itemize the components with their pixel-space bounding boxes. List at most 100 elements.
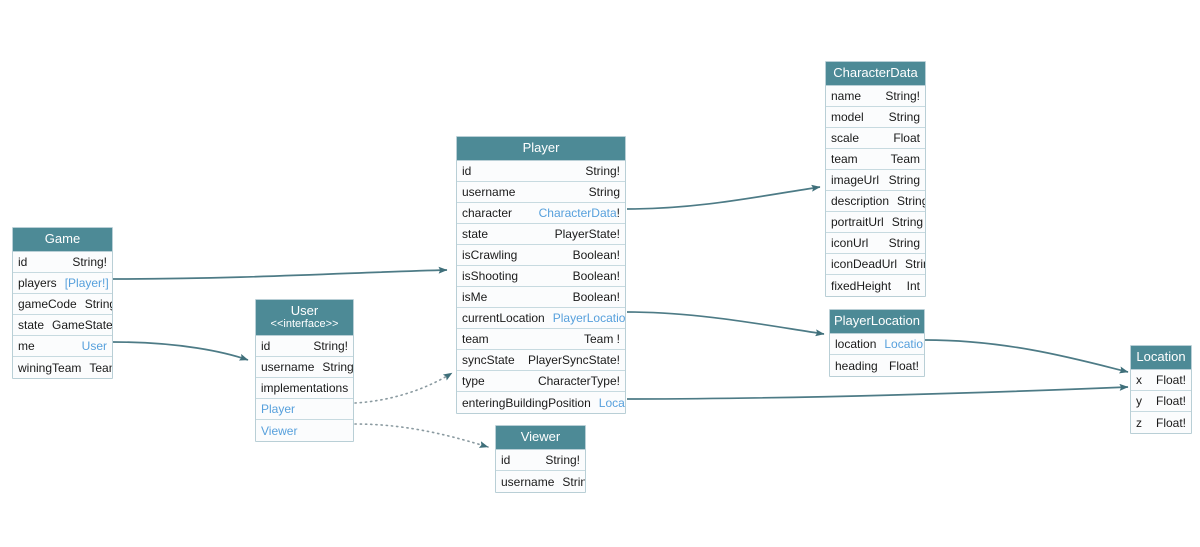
field-name: location (835, 337, 877, 351)
field-name: username (261, 360, 315, 374)
implementations-header: implementations (256, 378, 353, 399)
implementation-name[interactable]: Viewer (261, 423, 298, 438)
field-type: String (888, 236, 920, 250)
field-type: String (888, 110, 920, 124)
field-type: Int (906, 278, 920, 293)
field-type: String (897, 194, 925, 208)
table-row[interactable]: iconDeadUrl String (826, 254, 925, 275)
table-row[interactable]: y Float! (1131, 391, 1191, 412)
table-row[interactable]: scale Float (826, 128, 925, 149)
table-row[interactable]: state GameState! (13, 315, 112, 336)
field-name: description (831, 194, 890, 208)
edge-player-currentlocation-to-playerlocation (626, 311, 825, 337)
table-row[interactable]: name String! (826, 86, 925, 107)
table-row[interactable]: team Team (826, 149, 925, 170)
table-row[interactable]: heading Float! (830, 355, 924, 376)
field-type: String (322, 360, 353, 374)
field-name: iconDeadUrl (831, 257, 898, 271)
field-name: enteringBuildingPosition (462, 395, 591, 410)
entity-user[interactable]: User <<interface>> id String! username S… (255, 299, 354, 442)
field-type: PlayerSyncState! (527, 353, 620, 367)
field-type: Float! (1155, 415, 1186, 430)
implementation-item-viewer[interactable]: Viewer (256, 420, 353, 441)
table-row[interactable]: iconUrl String (826, 233, 925, 254)
entity-location[interactable]: Location x Float! y Float! z Float! (1130, 345, 1192, 434)
table-row[interactable]: z Float! (1131, 412, 1191, 433)
table-row[interactable]: isMe Boolean! (457, 287, 625, 308)
table-row[interactable]: state PlayerState! (457, 224, 625, 245)
implementation-name[interactable]: Player (261, 402, 296, 416)
table-row[interactable]: id String! (457, 161, 625, 182)
entity-viewer[interactable]: Viewer id String! username String (495, 425, 586, 493)
field-type[interactable]: CharacterData! (531, 206, 620, 220)
field-name: x (1136, 373, 1142, 387)
field-type: PlayerState! (554, 227, 620, 241)
table-row[interactable]: x Float! (1131, 370, 1191, 391)
table-row[interactable]: fixedHeight Int (826, 275, 925, 296)
table-row[interactable]: currentLocation PlayerLocation! (457, 308, 625, 329)
table-row[interactable]: id String! (496, 450, 585, 471)
field-type-link[interactable]: CharacterData (538, 206, 617, 220)
field-name: iconUrl (831, 236, 869, 250)
field-name: name (831, 89, 862, 103)
field-name: state (462, 227, 489, 241)
field-name: state (18, 318, 45, 332)
table-row[interactable]: character CharacterData! (457, 203, 625, 224)
entity-characterdata[interactable]: CharacterData name String! model String … (825, 61, 926, 297)
edge-player-character-to-characterdata (626, 184, 821, 210)
field-name: id (462, 164, 472, 178)
field-type[interactable]: [Player!] (64, 276, 109, 290)
table-row[interactable]: location Location! (830, 334, 924, 355)
field-type: GameState! (52, 318, 112, 332)
table-row[interactable]: me User (13, 336, 112, 357)
field-name: model (831, 110, 864, 124)
table-row[interactable]: winingTeam Team (13, 357, 112, 378)
entity-user-stereotype: <<interface>> (270, 318, 339, 330)
table-row[interactable]: id String! (256, 336, 353, 357)
table-row[interactable]: portraitUrl String (826, 212, 925, 233)
table-row[interactable]: username String (256, 357, 353, 378)
table-row[interactable]: team Team ! (457, 329, 625, 350)
entity-location-title: Location (1131, 346, 1191, 370)
table-row[interactable]: description String (826, 191, 925, 212)
field-type: Team (89, 360, 112, 375)
field-type: Float! (888, 358, 919, 373)
field-name: team (831, 152, 858, 166)
field-type-link[interactable]: PlayerLocation (552, 311, 625, 325)
field-type[interactable]: Location! (884, 337, 924, 351)
field-name: z (1136, 415, 1142, 430)
table-row[interactable]: gameCode String! (13, 294, 112, 315)
field-name: username (501, 474, 555, 489)
field-type[interactable]: User (81, 339, 107, 353)
field-name: type (462, 374, 485, 388)
table-row[interactable]: isShooting Boolean! (457, 266, 625, 287)
entity-user-name: User (290, 303, 319, 318)
implementation-item-player[interactable]: Player (256, 399, 353, 420)
table-row[interactable]: players [Player!] (13, 273, 112, 294)
field-type: String! (545, 453, 580, 467)
entity-characterdata-title: CharacterData (826, 62, 925, 86)
table-row[interactable]: enteringBuildingPosition Location (457, 392, 625, 413)
field-name: players (18, 276, 57, 290)
entity-playerlocation[interactable]: PlayerLocation location Location! headin… (829, 309, 925, 377)
table-row[interactable]: type CharacterType! (457, 371, 625, 392)
table-row[interactable]: syncState PlayerSyncState! (457, 350, 625, 371)
entity-game[interactable]: Game id String! players [Player!] gameCo… (12, 227, 113, 379)
table-row[interactable]: username String (496, 471, 585, 492)
table-row[interactable]: username String (457, 182, 625, 203)
table-row[interactable]: imageUrl String (826, 170, 925, 191)
table-row[interactable]: model String (826, 107, 925, 128)
field-type: Boolean! (572, 269, 620, 283)
table-row[interactable]: isCrawling Boolean! (457, 245, 625, 266)
field-type: String (588, 185, 620, 199)
field-name: imageUrl (831, 173, 880, 187)
field-type: Float (893, 131, 920, 145)
edge-playerlocation-location-to-location (924, 339, 1129, 374)
field-type[interactable]: PlayerLocation! (545, 311, 625, 325)
field-type[interactable]: Location (598, 395, 625, 410)
entity-player-title: Player (457, 137, 625, 161)
edge-game-players-to-player (112, 266, 448, 280)
table-row[interactable]: id String! (13, 252, 112, 273)
entity-player[interactable]: Player id String! username String charac… (456, 136, 626, 414)
